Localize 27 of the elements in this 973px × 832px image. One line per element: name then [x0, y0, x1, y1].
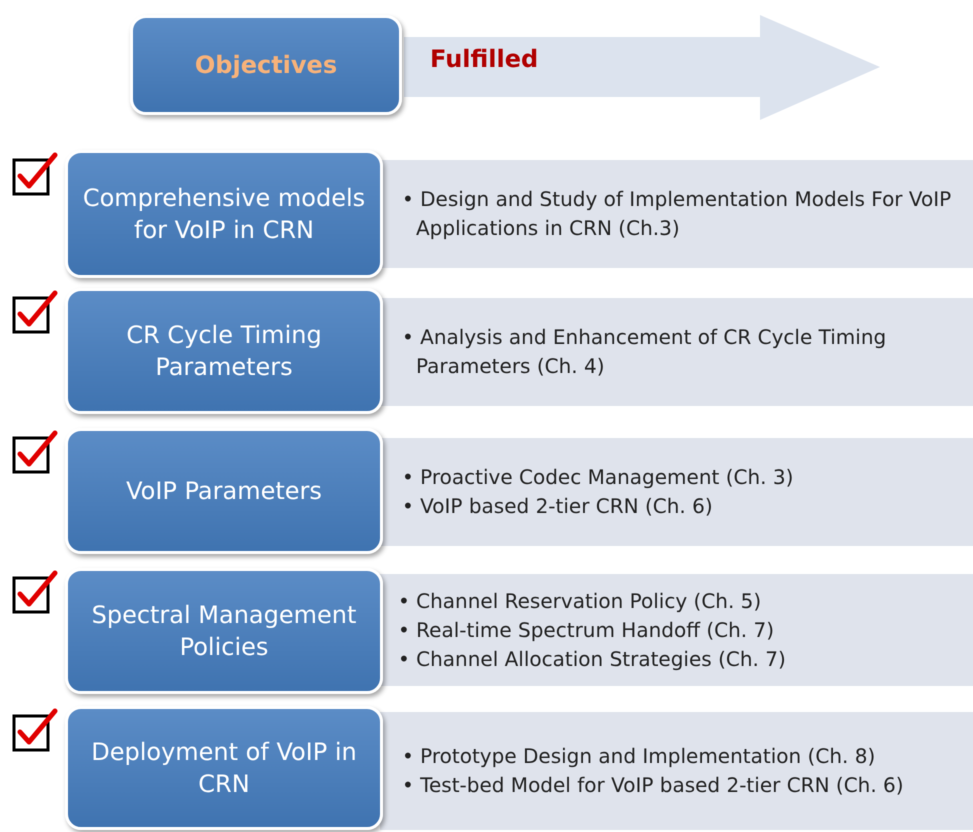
header-arrow: [404, 15, 880, 120]
objective-box: [65, 568, 383, 694]
objective-box: [65, 288, 383, 414]
bullet-item: • Design and Study of Implementation Models For VoIP Applications in CRN (Ch.3): [402, 186, 952, 242]
bullet-item: • Proactive Codec Management (Ch. 3): [402, 464, 794, 491]
result-panel: [380, 712, 973, 830]
bullet-item: • VoIP based 2-tier CRN (Ch. 6): [402, 493, 714, 520]
objective-label: VoIP Parameters: [126, 476, 322, 507]
result-panel: [380, 298, 973, 406]
header-label: Fulfilled: [430, 45, 538, 73]
header-box: [130, 15, 402, 115]
bullet-item: • Channel Allocation Strategies (Ch. 7): [398, 646, 786, 672]
bullet-item: • Channel Reservation Policy (Ch. 5): [398, 588, 762, 614]
objective-label: CR Cycle Timing Parameters: [125, 320, 323, 383]
objective-label: Spectral Management Policies: [90, 600, 358, 663]
result-panel: [380, 160, 973, 268]
bullet-item: • Analysis and Enhancement of CR Cycle Timing Parameters (Ch. 4): [402, 324, 888, 380]
bullet-item: • Real-time Spectrum Handoff (Ch. 7): [398, 616, 776, 644]
bullet-item: • Prototype Design and Implementation (Ch. 8): [402, 743, 876, 770]
result-panel: [380, 438, 973, 546]
objective-box: [65, 428, 383, 554]
objective-box: [65, 706, 383, 830]
objective-label: Comprehensive models for VoIP in CRN: [82, 182, 366, 246]
objective-label: Deployment of VoIP in CRN: [90, 736, 358, 800]
header-label: Objectives: [194, 50, 338, 81]
objective-box: [65, 150, 383, 278]
bullet-item: • Test-bed Model for VoIP based 2-tier CRN (Ch. 6): [402, 772, 904, 799]
